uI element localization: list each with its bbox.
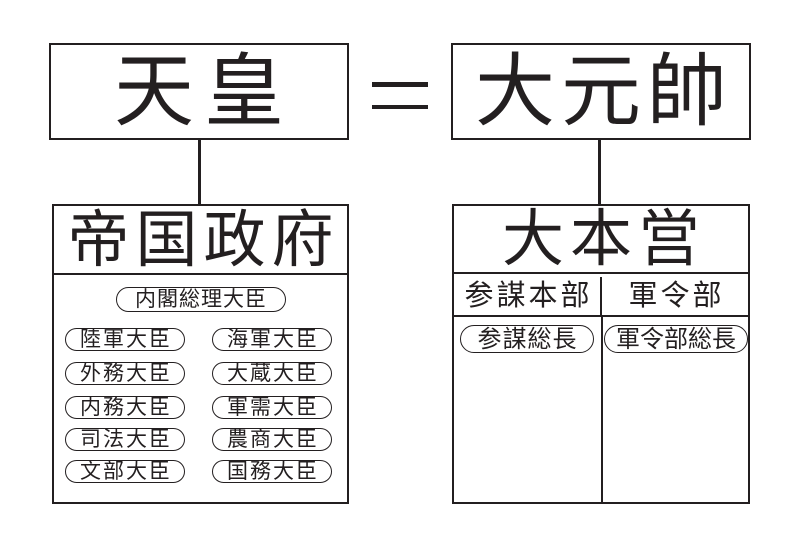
minister-label: 陸軍大臣 — [80, 327, 172, 351]
chief-label: 軍令部総長 — [616, 325, 736, 353]
minister-pill-agriculture-commerce: 農商大臣 — [212, 428, 332, 451]
connector-emperor-government — [198, 140, 201, 205]
minister-pill-finance: 大蔵大臣 — [212, 362, 332, 385]
equals-bottom-bar — [372, 104, 428, 109]
prime-minister-pill: 内閣総理大臣 — [115, 287, 286, 312]
government-box: 帝国政府 内閣総理大臣 陸軍大臣 海軍大臣 外務大臣 大蔵大臣 内務大臣 軍需大… — [52, 204, 349, 504]
prime-minister-label: 内閣総理大臣 — [135, 287, 267, 311]
connector-commander-headquarters — [598, 140, 601, 204]
equals-top-bar — [372, 82, 428, 87]
chief-pill-general-staff: 参謀総長 — [460, 325, 594, 353]
branch-name-general-staff: 参謀本部 — [454, 276, 602, 315]
minister-pill-army: 陸軍大臣 — [65, 328, 185, 351]
minister-label: 軍需大臣 — [227, 395, 319, 419]
headquarters-title: 大本営 — [454, 206, 748, 274]
emperor-label: 天皇 — [114, 44, 294, 138]
headquarters-box: 大本営 参謀本部 軍令部 参謀総長 軍令部総長 — [452, 204, 750, 504]
minister-pill-state: 国務大臣 — [212, 460, 332, 483]
supreme-commander-label: 大元帥 — [475, 44, 733, 138]
minister-label: 内務大臣 — [80, 395, 172, 419]
minister-label: 海軍大臣 — [227, 327, 319, 351]
minister-pill-education: 文部大臣 — [65, 460, 185, 483]
equals-icon — [372, 82, 428, 109]
minister-pill-navy: 海軍大臣 — [212, 328, 332, 351]
government-title: 帝国政府 — [54, 206, 347, 275]
chief-pill-navy-command: 軍令部総長 — [604, 325, 748, 353]
minister-pill-home: 内務大臣 — [65, 396, 185, 419]
minister-pill-munitions: 軍需大臣 — [212, 396, 332, 419]
chief-label: 参謀総長 — [477, 325, 578, 353]
emperor-box: 天皇 — [49, 43, 349, 140]
minister-label: 大蔵大臣 — [227, 361, 319, 385]
minister-label: 文部大臣 — [80, 459, 172, 483]
branch-header-row: 参謀本部 軍令部 — [454, 276, 748, 317]
minister-label: 国務大臣 — [227, 459, 319, 483]
minister-label: 農商大臣 — [227, 427, 319, 451]
branch-column-divider — [600, 316, 603, 502]
minister-label: 外務大臣 — [80, 361, 172, 385]
supreme-commander-box: 大元帥 — [451, 43, 751, 140]
branch-name-navy-command: 軍令部 — [628, 278, 725, 312]
minister-pill-foreign: 外務大臣 — [65, 362, 185, 385]
minister-pill-justice: 司法大臣 — [65, 428, 185, 451]
minister-label: 司法大臣 — [80, 427, 172, 451]
